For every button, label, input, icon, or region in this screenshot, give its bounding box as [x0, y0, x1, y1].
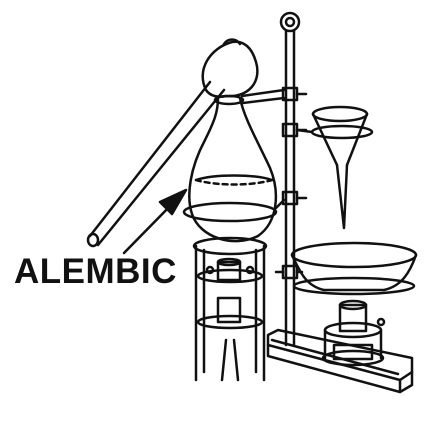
support-stand — [279, 11, 301, 347]
burner-tripod — [192, 236, 268, 382]
pointer-arrow — [122, 188, 188, 255]
base-plate — [266, 328, 414, 394]
neck-arm — [240, 88, 286, 105]
alembic-label: ALEMBIC — [14, 252, 177, 291]
lamp-burner-right — [321, 299, 386, 367]
flask-ring — [182, 198, 286, 223]
evaporating-dish — [290, 241, 418, 296]
alembic-flask — [188, 38, 278, 243]
funnel — [295, 105, 374, 230]
beak-tube — [86, 80, 226, 248]
